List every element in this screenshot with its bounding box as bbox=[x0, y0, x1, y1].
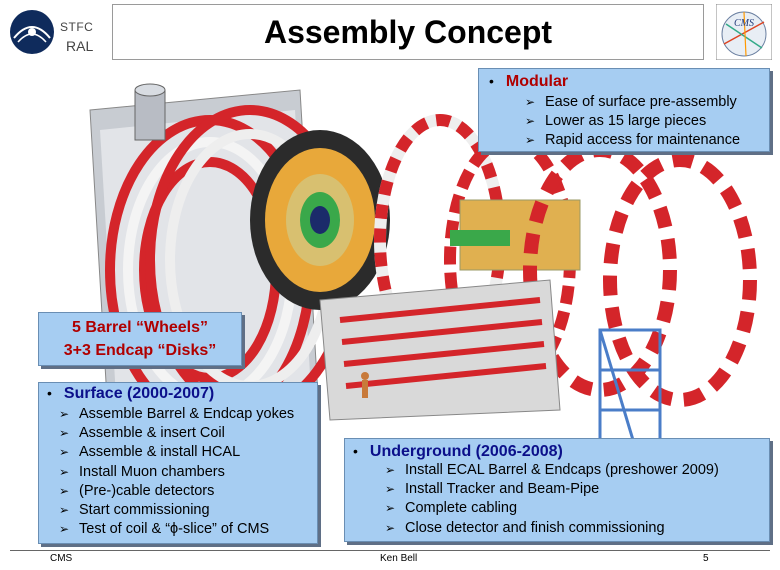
list-item: ➢Complete cabling bbox=[385, 499, 719, 518]
footer-experiment: CMS bbox=[50, 553, 73, 564]
list-item: ➢Start commissioning bbox=[59, 501, 294, 520]
footer-author: Ken Bell bbox=[380, 553, 418, 564]
title-box: Assembly Concept bbox=[112, 4, 704, 60]
list-item: ➢Test of coil & “ϕ-slice” of CMS bbox=[59, 520, 294, 539]
list-item: ➢Assemble & insert Coil bbox=[59, 424, 294, 443]
list-item: ➢Install Muon chambers bbox=[59, 463, 294, 482]
arrow-bullet-icon: ➢ bbox=[59, 522, 70, 537]
arrow-bullet-icon: ➢ bbox=[59, 464, 70, 479]
org-site: RAL bbox=[66, 38, 94, 54]
arrow-bullet-icon: ➢ bbox=[525, 95, 536, 109]
arrow-bullet-icon: ➢ bbox=[59, 426, 70, 441]
arrow-bullet-icon: ➢ bbox=[59, 503, 70, 518]
underground-callout: •Underground (2006-2008) ➢Install ECAL B… bbox=[344, 438, 770, 542]
list-item: ➢Assemble & install HCAL bbox=[59, 443, 294, 462]
svg-text:CMS: CMS bbox=[734, 18, 754, 29]
surface-callout: •Surface (2000-2007) ➢Assemble Barrel & … bbox=[38, 382, 318, 544]
list-item: ➢Install Tracker and Beam-Pipe bbox=[385, 480, 719, 499]
list-item: ➢Rapid access for maintenance bbox=[525, 131, 740, 150]
modular-callout: •Modular ➢Ease of surface pre-assembly ➢… bbox=[478, 68, 770, 152]
slide-title: Assembly Concept bbox=[263, 13, 553, 50]
list-item: ➢Close detector and finish commissioning bbox=[385, 519, 719, 538]
list-item: ➢Install ECAL Barrel & Endcaps (preshowe… bbox=[385, 461, 719, 480]
arrow-bullet-icon: ➢ bbox=[59, 407, 70, 421]
wheels-line: 5 Barrel “Wheels” bbox=[71, 319, 209, 336]
bullet-icon: • bbox=[47, 385, 52, 401]
arrow-bullet-icon: ➢ bbox=[385, 520, 396, 535]
surface-list: ➢Assemble Barrel & Endcap yokes ➢Assembl… bbox=[59, 405, 294, 539]
org-name: STFC bbox=[60, 20, 94, 34]
list-item: ➢(Pre-)cable detectors bbox=[59, 482, 294, 501]
surface-heading: •Surface (2000-2007) bbox=[47, 385, 215, 402]
underground-list: ➢Install ECAL Barrel & Endcaps (preshowe… bbox=[385, 461, 719, 538]
disks-line: 3+3 Endcap “Disks” bbox=[63, 342, 217, 359]
underground-heading: •Underground (2006-2008) bbox=[353, 443, 563, 460]
stfc-logo bbox=[8, 8, 56, 56]
modular-list: ➢Ease of surface pre-assembly ➢Lower as … bbox=[525, 93, 740, 151]
page-number: 5 bbox=[703, 553, 709, 564]
arrow-bullet-icon: ➢ bbox=[525, 133, 536, 148]
arrow-bullet-icon: ➢ bbox=[385, 501, 396, 516]
modular-heading: •Modular bbox=[489, 73, 569, 90]
arrow-bullet-icon: ➢ bbox=[525, 114, 536, 129]
bullet-icon: • bbox=[489, 73, 494, 89]
footer-divider bbox=[10, 550, 770, 551]
list-item: ➢Ease of surface pre-assembly bbox=[525, 93, 740, 112]
arrow-bullet-icon: ➢ bbox=[385, 482, 396, 497]
cms-logo: CMS bbox=[715, 3, 773, 61]
wheels-callout: 5 Barrel “Wheels” 3+3 Endcap “Disks” bbox=[38, 312, 242, 366]
list-item: ➢Assemble Barrel & Endcap yokes bbox=[59, 405, 294, 424]
list-item: ➢Lower as 15 large pieces bbox=[525, 112, 740, 131]
arrow-bullet-icon: ➢ bbox=[385, 463, 396, 477]
arrow-bullet-icon: ➢ bbox=[59, 445, 70, 460]
arrow-bullet-icon: ➢ bbox=[59, 483, 70, 498]
bullet-icon: • bbox=[353, 443, 358, 459]
